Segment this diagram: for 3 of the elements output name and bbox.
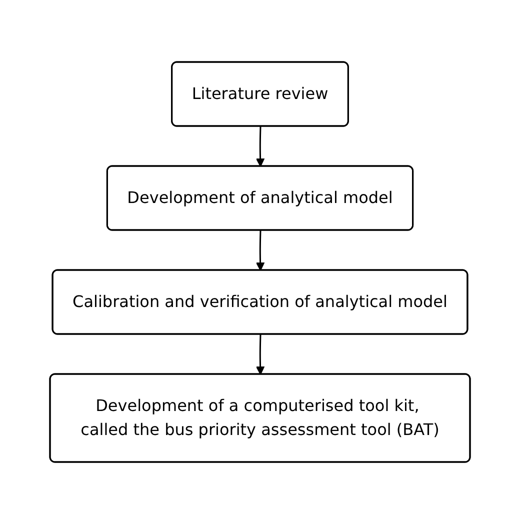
arrow <box>256 126 265 166</box>
arrow <box>256 334 265 374</box>
arrow <box>256 230 265 270</box>
